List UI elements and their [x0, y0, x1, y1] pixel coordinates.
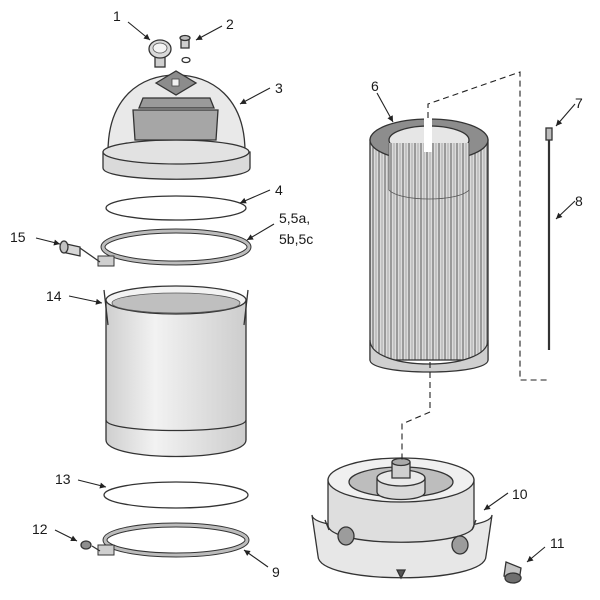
callout-3: 3	[275, 80, 283, 96]
leader-3-arrowhead	[240, 98, 247, 104]
leader-2-arrowhead	[196, 34, 203, 40]
callout-12: 12	[32, 521, 48, 537]
air-relief-tube	[545, 127, 553, 350]
callout-10: 10	[512, 486, 528, 502]
callout-15: 15	[10, 229, 26, 245]
leader-4-arrowhead	[240, 197, 247, 204]
callout-8: 8	[575, 193, 583, 209]
leader-5-arrowhead	[247, 234, 254, 240]
leader-lines	[35, 21, 576, 568]
leader-1-arrowhead	[143, 33, 150, 40]
callout-1: 1	[113, 8, 121, 24]
callout-11: 11	[550, 535, 565, 551]
leader-6-arrowhead	[387, 115, 393, 122]
drain-plug	[503, 561, 522, 584]
callout-5: 5,5a, 5b,5c	[279, 210, 314, 247]
callout-7: 7	[575, 95, 583, 111]
air-relief-valve	[179, 34, 191, 64]
leader-7-arrowhead	[556, 119, 563, 126]
pressure-gauge	[148, 39, 172, 68]
callout-9: 9	[272, 564, 280, 580]
leader-15-arrowhead	[53, 239, 60, 246]
clamp-nut	[80, 540, 92, 550]
tank-body	[103, 285, 249, 458]
leader-13-arrowhead	[99, 482, 106, 489]
callout-14: 14	[46, 288, 62, 304]
bottom-o-ring	[103, 481, 249, 509]
callout-4: 4	[275, 182, 283, 198]
tank-lid	[102, 70, 251, 180]
leader-11-arrowhead	[527, 555, 534, 562]
lid-o-ring	[105, 195, 247, 221]
upper-clamp-ring	[97, 228, 252, 267]
filter-cartridge	[369, 118, 489, 373]
callout-2: 2	[226, 16, 234, 32]
leader-14-arrowhead	[95, 298, 102, 305]
callout-13: 13	[55, 471, 71, 487]
lower-clamp-ring	[91, 522, 250, 558]
callout-6: 6	[371, 78, 379, 94]
leader-10-arrowhead	[484, 504, 491, 510]
leader-9-arrowhead	[244, 550, 251, 556]
tank-bottom	[311, 457, 493, 580]
leader-12-arrowhead	[70, 535, 77, 541]
leader-8-arrowhead	[556, 212, 563, 219]
assembly-dashed-lines	[401, 71, 549, 462]
clamp-bolt	[59, 240, 101, 263]
